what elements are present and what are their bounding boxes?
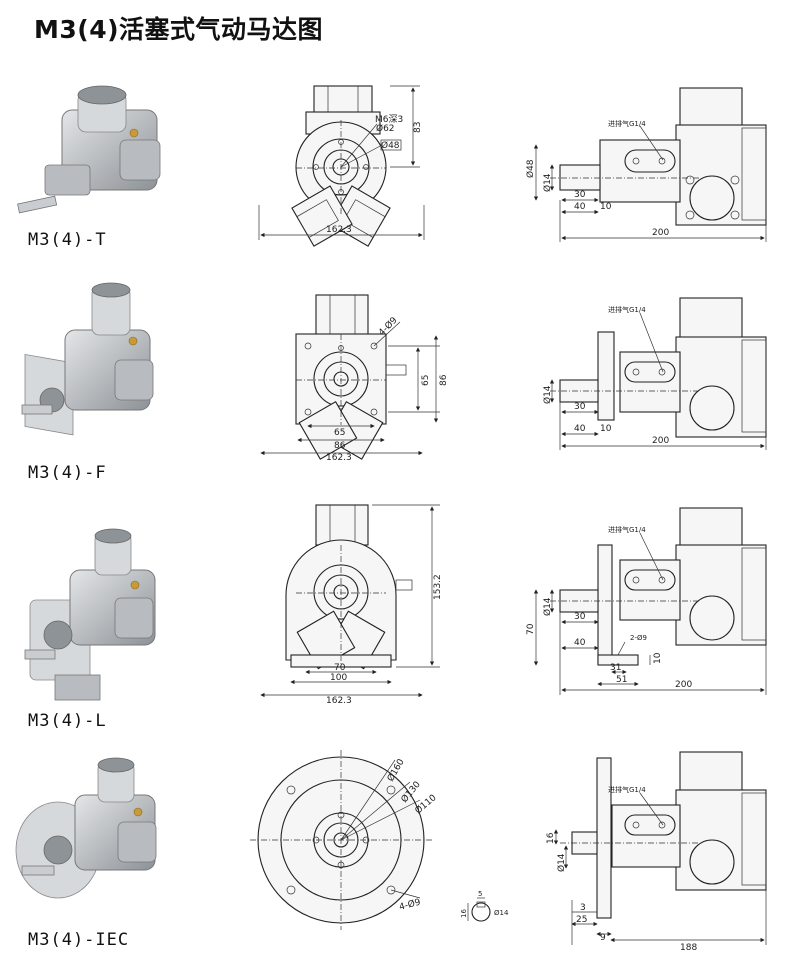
dim-l-side-shaft: Ø14: [542, 597, 553, 616]
dim-t-side-10: 10: [600, 202, 612, 212]
side-view-f: 进排气G1/4 Ø14 30 40 10 200: [542, 297, 767, 450]
dim-l-side-10: 10: [653, 652, 663, 664]
dim-iec-side-16: 16: [546, 832, 556, 844]
dim-t-width: 162.3: [326, 225, 352, 235]
dim-f-side-length: 200: [652, 436, 669, 446]
dim-f-b65: 65: [334, 428, 345, 438]
dim-t-side-shaft: Ø14: [542, 173, 553, 192]
dim-f-side-10: 10: [600, 424, 612, 434]
dim-t-side-30: 30: [574, 190, 586, 200]
front-view-f: 4-Ø9 65 86 65 86 162.3: [260, 294, 449, 463]
dim-f-side-shaft: Ø14: [542, 385, 553, 404]
dim-t-thread: M6深3: [375, 114, 403, 125]
dim-f-width: 162.3: [326, 453, 352, 463]
port-iec: 进排气G1/4: [608, 785, 646, 794]
dim-iec-holes: 4-Ø9: [398, 897, 422, 913]
dim-f-b86: 86: [334, 441, 346, 451]
key-h: 16: [460, 909, 468, 918]
key-detail-iec: 5 16 Ø14: [460, 890, 509, 922]
dim-f-side-30: 30: [574, 402, 586, 412]
dim-l-side-holes: 2-Ø9: [630, 634, 647, 642]
side-view-l: 进排气G1/4 70 Ø14 30 40 2-Ø9 31 51 10 200: [526, 507, 767, 695]
dim-l-height: 153.2: [433, 574, 443, 600]
key-w: 5: [478, 890, 482, 898]
key-d: Ø14: [494, 909, 509, 917]
dim-f-holes: 4-Ø9: [376, 315, 399, 338]
side-view-t: 进排气G1/4 Ø48 Ø14 30 40 10 200: [525, 87, 767, 242]
dim-l-side-length: 200: [675, 680, 692, 690]
dim-t-height: 83: [413, 122, 423, 133]
side-view-iec: 进排气G1/4 16 Ø14 3 25 9 188: [546, 751, 767, 953]
port-f: 进排气G1/4: [608, 305, 646, 314]
dim-l-side-51: 51: [616, 675, 627, 685]
dim-iec-side-3: 3: [580, 903, 586, 913]
dim-t-boss: Ø48: [381, 140, 400, 151]
port-t: 进排气G1/4: [608, 119, 646, 128]
dim-t-side-40: 40: [574, 202, 586, 212]
page-title: M3(4)活塞式气动马达图: [34, 15, 324, 44]
photo-m3-t: [17, 85, 161, 214]
dim-t-side-length: 200: [652, 228, 669, 238]
dim-f-side-40: 40: [574, 424, 586, 434]
dim-l-b70: 70: [334, 663, 346, 673]
dim-f-pcd1: 65: [421, 375, 431, 386]
dim-l-side-70: 70: [526, 623, 536, 635]
photo-m3-f: [21, 282, 154, 436]
dim-t-pcd: Ø62: [376, 123, 395, 134]
photo-m3-iec: [15, 757, 157, 899]
dim-f-pcd2: 86: [439, 374, 449, 386]
dim-iec-110: Ø110: [413, 792, 439, 816]
model-label-f: M3(4)-F: [28, 463, 107, 483]
model-label-iec: M3(4)-IEC: [28, 930, 130, 950]
dim-l-side-31: 31: [610, 663, 621, 673]
dim-l-width: 162.3: [326, 696, 352, 706]
dim-l-b100: 100: [330, 673, 347, 683]
dim-l-side-30: 30: [574, 612, 586, 622]
port-l: 进排气G1/4: [608, 525, 646, 534]
model-label-t: M3(4)-T: [28, 230, 107, 250]
model-label-l: M3(4)-L: [28, 711, 107, 731]
dim-iec-side-25: 25: [576, 915, 587, 925]
dim-l-side-40: 40: [574, 638, 586, 648]
front-view-l: 153.2 70 100 162.3: [260, 504, 443, 706]
dim-iec-side-shaft: Ø14: [556, 853, 567, 872]
photo-m3-l: [24, 528, 156, 701]
front-view-t: M6深3 Ø62 Ø48 83 162.3: [258, 85, 425, 247]
dim-iec-side-length: 188: [680, 943, 697, 953]
dim-t-side-boss: Ø48: [525, 159, 536, 178]
dim-iec-side-9: 9: [600, 933, 606, 943]
front-view-iec: Ø160 Ø130 Ø110 4-Ø9: [250, 750, 439, 930]
